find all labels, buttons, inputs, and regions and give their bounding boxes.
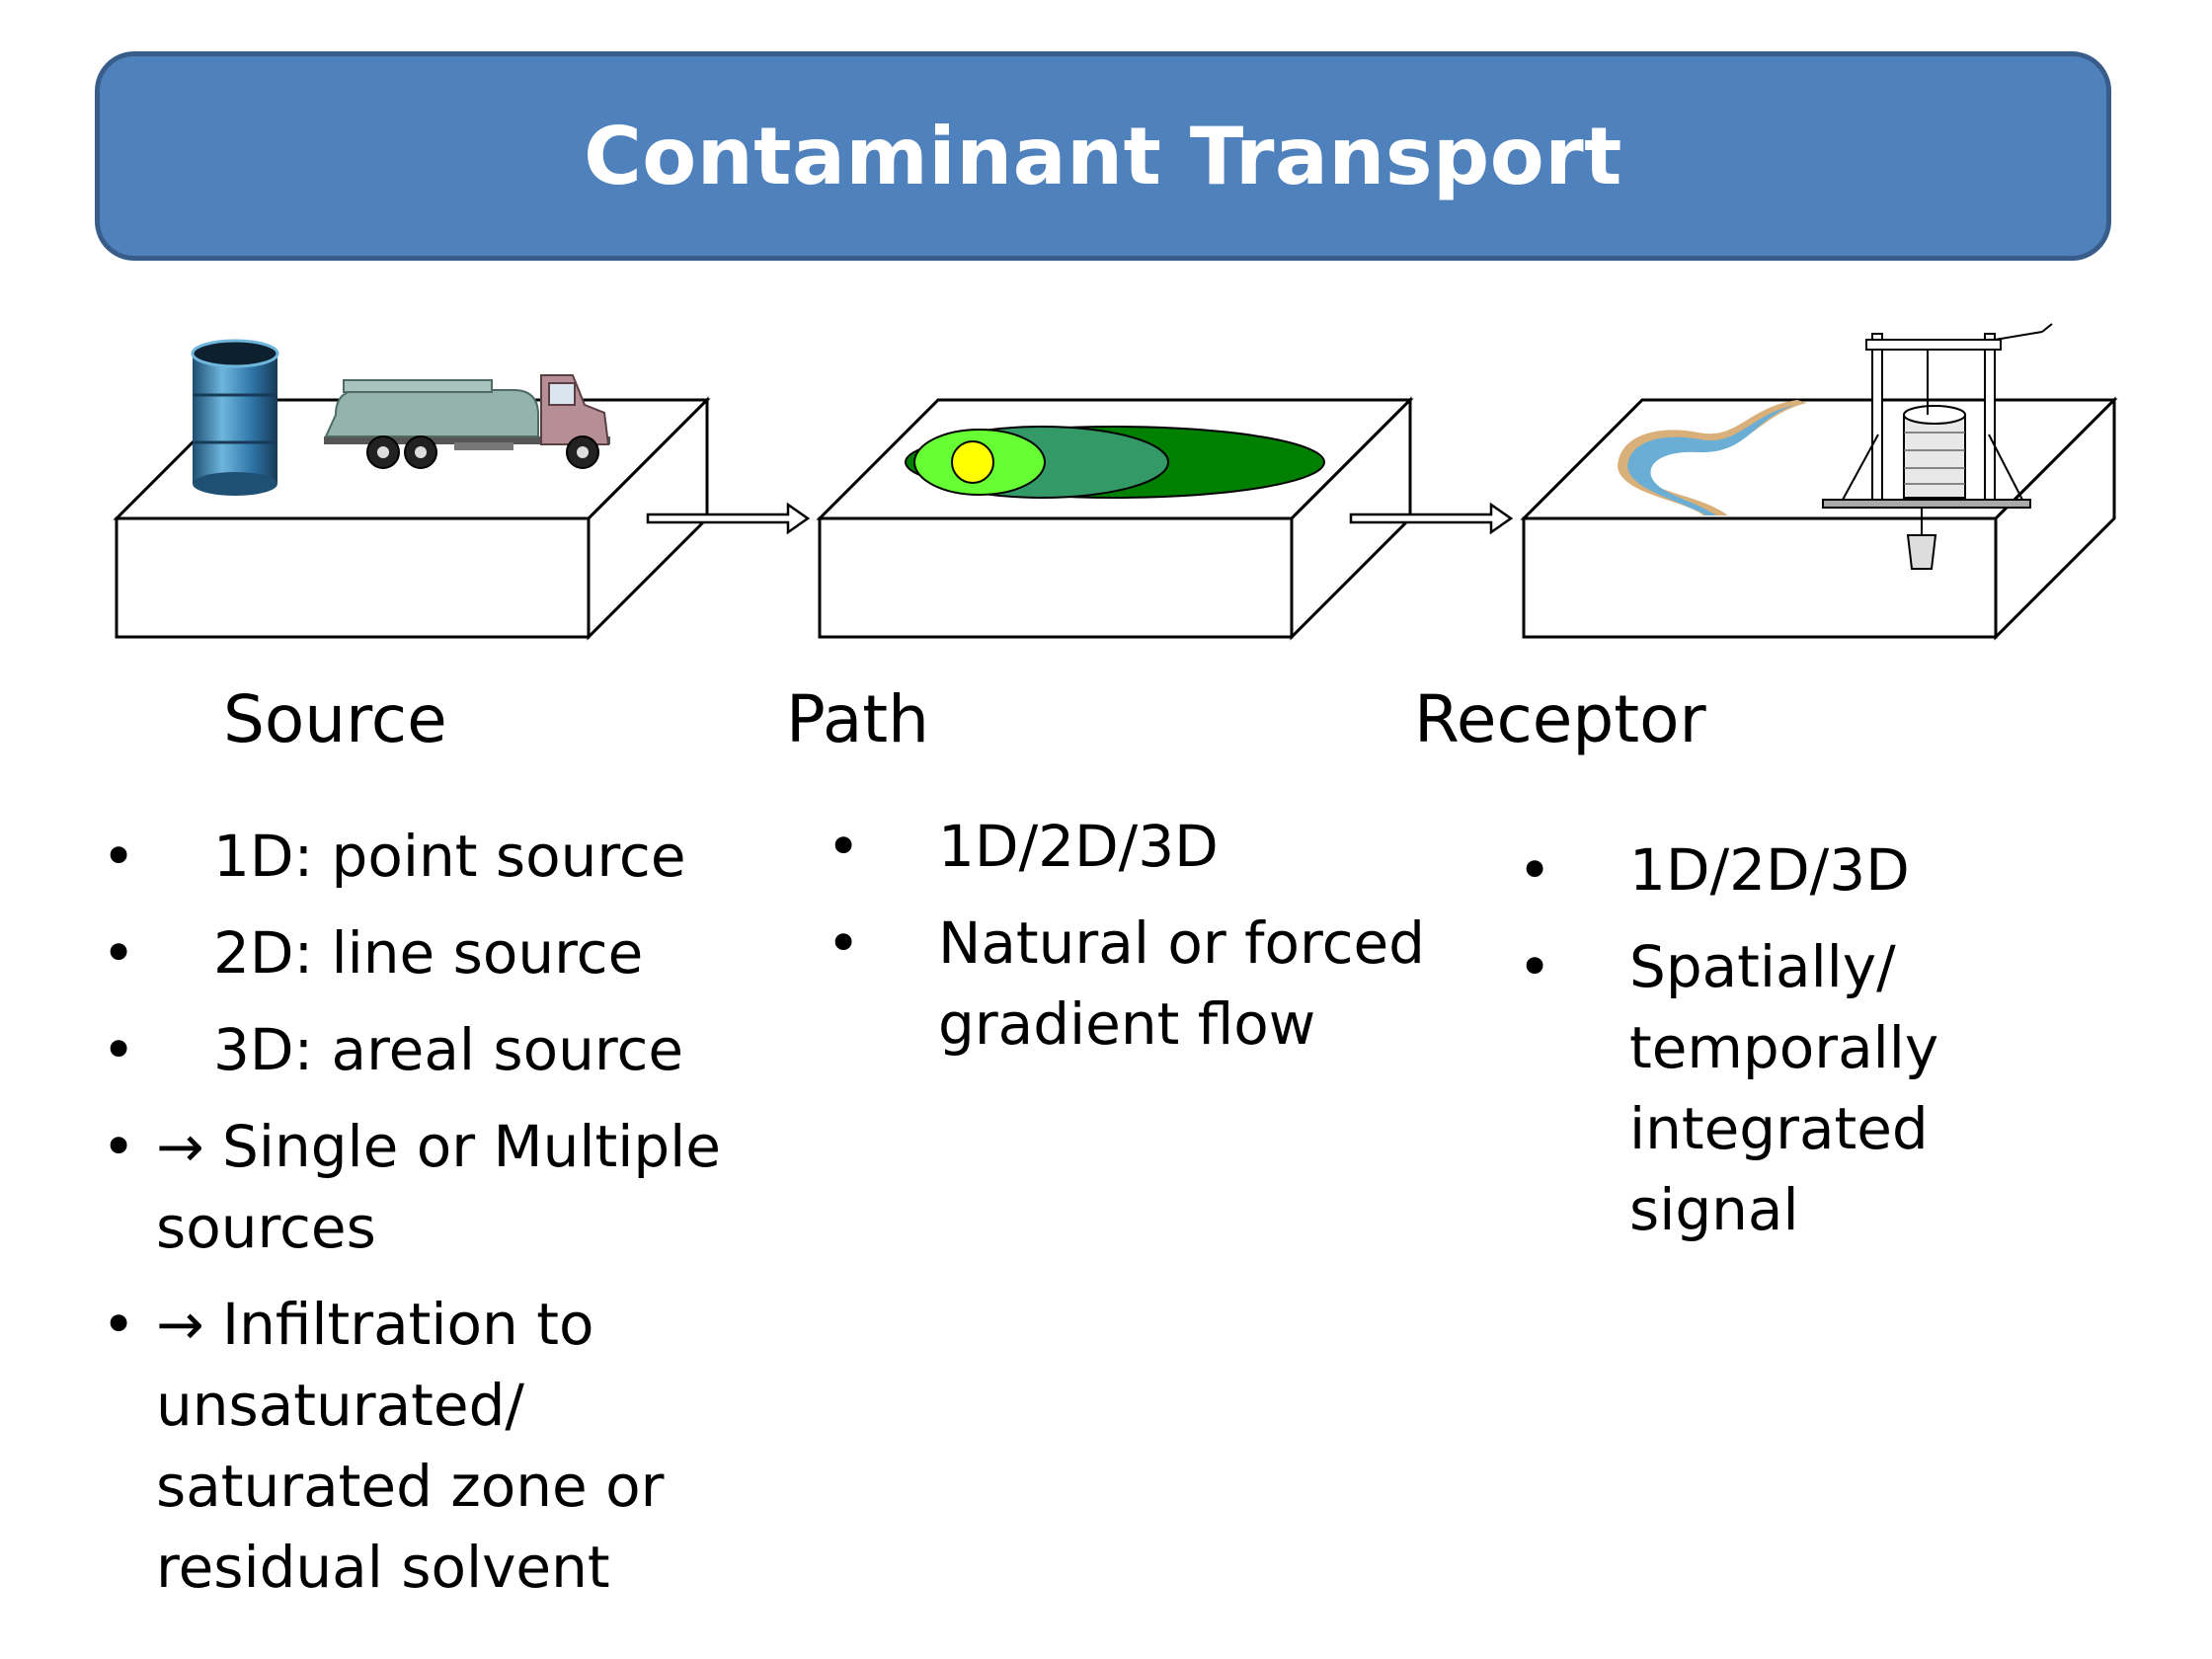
plume-icon [905, 426, 1325, 499]
arrow-right-icon [1349, 502, 1514, 535]
heading-source: Source [223, 681, 447, 757]
list-item: → Single or Multiple sources [102, 1106, 798, 1268]
list-item: 1D/2D/3D [1518, 830, 2086, 910]
source-bullet-list: 1D: point source 2D: line source 3D: are… [102, 816, 798, 1623]
list-item: 1D/2D/3D [827, 806, 1434, 887]
oil-barrel-icon [191, 339, 279, 496]
list-item: → Infiltration to unsaturated/ saturated… [102, 1284, 798, 1608]
heading-receptor: Receptor [1414, 681, 1706, 757]
arrow-right-icon [646, 502, 811, 535]
tanker-truck-icon [324, 374, 610, 469]
page-title: Contaminant Transport [584, 110, 1622, 202]
list-item: Spatially/ temporally integrated signal [1518, 926, 2086, 1250]
title-banner: Contaminant Transport [95, 51, 2111, 261]
receptor-block [1520, 396, 2118, 641]
list-item: 1D: point source [102, 816, 798, 897]
path-bullet-list: 1D/2D/3D Natural or forced gradient flow [827, 806, 1434, 1080]
list-item: 2D: line source [102, 912, 798, 993]
list-item: 3D: areal source [102, 1009, 798, 1090]
water-well-icon [1822, 323, 2053, 570]
receptor-bullet-list: 1D/2D/3D Spatially/ temporally integrate… [1518, 830, 2086, 1266]
list-item: Natural or forced gradient flow [827, 903, 1434, 1065]
heading-path: Path [786, 681, 929, 757]
transport-diagram [113, 323, 2118, 641]
